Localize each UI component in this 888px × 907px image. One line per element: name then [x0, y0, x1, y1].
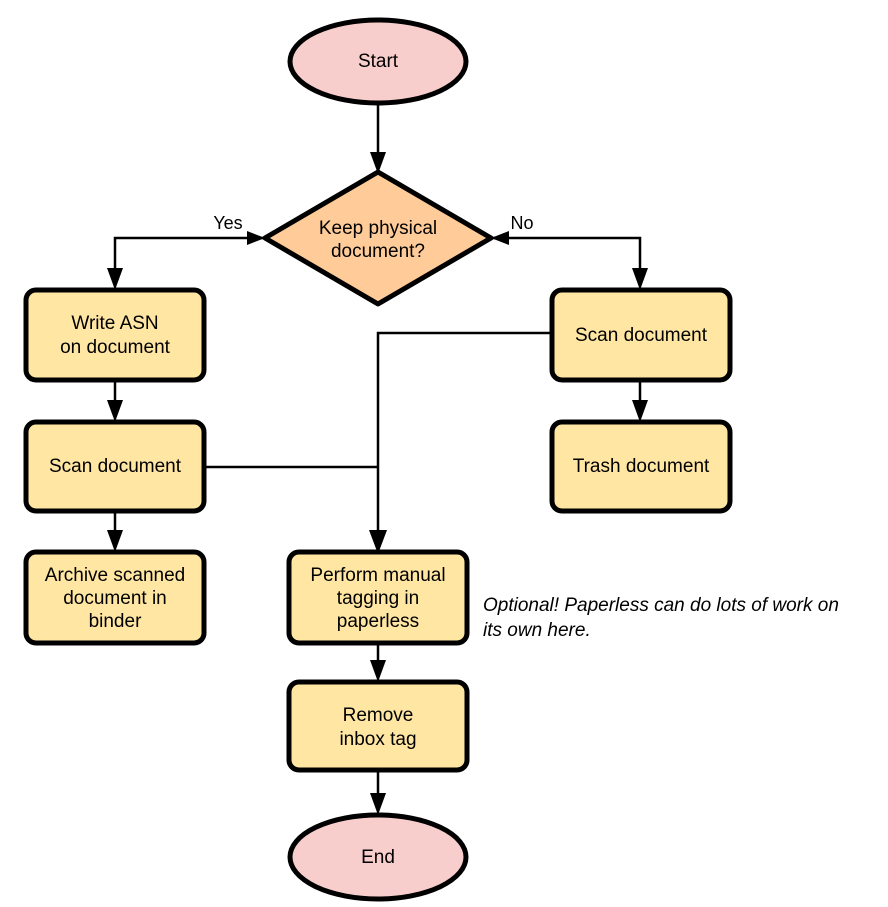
node-end[interactable]: End: [287, 812, 469, 902]
edge-decision-yes-to-write-asn: [107, 231, 265, 290]
node-start[interactable]: Start: [287, 17, 469, 106]
annotation-line2: its own here.: [483, 620, 591, 641]
node-start-label: Start: [358, 51, 399, 72]
node-remove-inbox-label-line1: Remove: [343, 705, 414, 726]
annotation-optional-note: Optional! Paperless can do lots of work …: [483, 595, 839, 641]
edge-remove-inbox-to-end: [370, 770, 386, 815]
node-scan-document-right[interactable]: Scan document: [549, 287, 733, 383]
node-scan-document-left-label: Scan document: [49, 456, 182, 477]
node-decision-label-line2: document?: [331, 241, 425, 262]
node-end-label: End: [361, 847, 395, 868]
node-scan-document-left[interactable]: Scan document: [23, 419, 207, 514]
node-tagging-label-line2: tagging in: [337, 588, 419, 609]
node-write-asn-on-document[interactable]: Write ASN on document: [23, 287, 207, 383]
node-archive-label-line1: Archive scanned: [45, 565, 185, 586]
node-remove-inbox-tag[interactable]: Remove inbox tag: [286, 679, 470, 773]
node-trash-document-label: Trash document: [573, 456, 710, 477]
edge-label-yes: Yes: [213, 213, 242, 233]
edge-start-to-decision: [370, 103, 386, 174]
node-write-asn-label-line2: on document: [60, 337, 171, 358]
node-write-asn-label-line1: Write ASN: [71, 313, 158, 334]
node-scan-document-right-label: Scan document: [575, 325, 708, 346]
edge-decision-no-to-scan-right: [491, 231, 648, 290]
annotation-line1: Optional! Paperless can do lots of work …: [483, 595, 839, 616]
edge-scan-right-to-tagging: [369, 331, 552, 554]
edge-tagging-to-remove-inbox: [370, 643, 386, 682]
node-tagging-label-line3: paperless: [337, 611, 419, 632]
node-archive-scanned-document[interactable]: Archive scanned document in binder: [23, 549, 207, 646]
node-perform-manual-tagging[interactable]: Perform manual tagging in paperless: [286, 549, 470, 646]
node-trash-document[interactable]: Trash document: [549, 419, 733, 514]
node-decision-keep-physical-document[interactable]: Keep physical document?: [262, 169, 494, 307]
node-tagging-label-line1: Perform manual: [310, 565, 445, 586]
edge-scan-left-to-archive: [107, 510, 123, 552]
node-archive-label-line3: binder: [89, 611, 142, 632]
edge-scan-right-to-trash: [632, 380, 648, 422]
node-remove-inbox-label-line2: inbox tag: [339, 729, 416, 750]
edge-write-asn-to-scan-left: [107, 380, 123, 422]
node-archive-label-line2: document in: [63, 588, 167, 609]
edge-label-no: No: [510, 213, 533, 233]
node-decision-label-line1: Keep physical: [319, 218, 437, 239]
